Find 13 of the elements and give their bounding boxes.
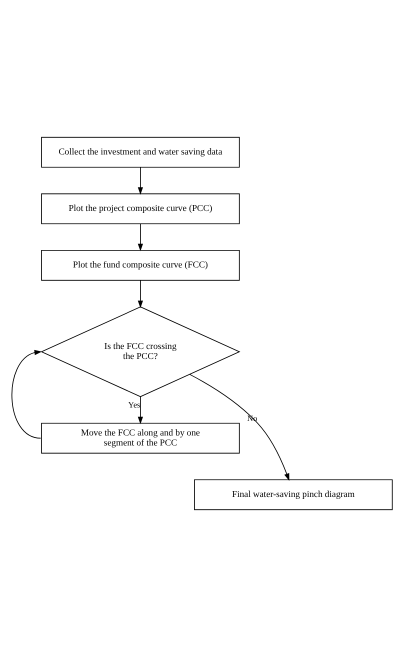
arrow	[138, 280, 144, 308]
node-box: Plot the project composite curve (PCC)	[41, 192, 240, 224]
arrow	[138, 166, 144, 194]
node-box: Move the FCC along and by one segment of the PCC	[41, 422, 240, 454]
node-diamond: Is the FCC crossing the PCC?	[40, 306, 240, 397]
arrow	[12, 349, 42, 438]
arrow	[138, 223, 144, 251]
arrow	[189, 374, 290, 480]
node-box: Plot the fund composite curve (FCC)	[41, 249, 240, 280]
edge-label: Yes	[128, 400, 140, 409]
node-box: Collect the investment and water saving data	[41, 136, 240, 168]
node-box: Final water-saving pinch diagram	[194, 478, 393, 510]
arrow	[138, 396, 144, 424]
